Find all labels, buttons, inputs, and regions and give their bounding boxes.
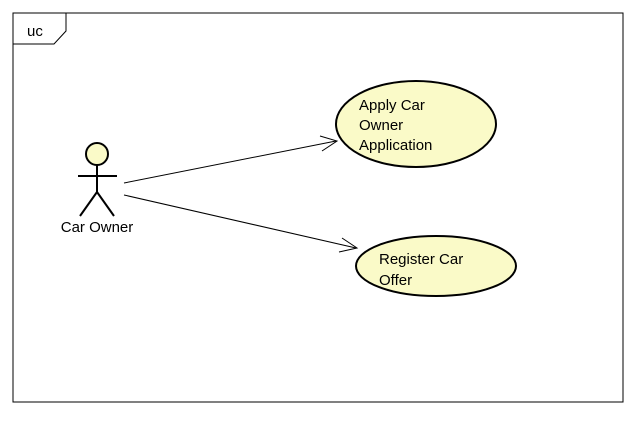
association-line	[123, 194, 357, 249]
actor-head	[85, 142, 109, 166]
use-case-label-line-2: Offer	[379, 272, 412, 289]
use-case-label-line-1: Apply Car	[359, 97, 425, 114]
use-case-ellipse	[355, 235, 517, 297]
actor-left-leg	[79, 191, 98, 217]
use-case-apply-car-owner-application[interactable]: Apply Car Owner Application	[335, 80, 497, 168]
association-line	[123, 140, 337, 184]
use-case-label-line-2: Owner	[359, 117, 403, 134]
association-arrowhead	[319, 135, 339, 152]
use-case-register-car-offer[interactable]: Register Car Offer	[355, 235, 517, 297]
diagram-frame	[12, 12, 624, 403]
association-arrowhead	[338, 237, 359, 253]
actor-right-leg	[96, 191, 115, 217]
frame-tag-box	[12, 12, 67, 45]
association-register-offer[interactable]	[123, 194, 359, 253]
frame-tag-label: uc	[27, 23, 43, 40]
actor-label: Car Owner	[61, 219, 134, 236]
association-apply-application[interactable]	[123, 135, 339, 184]
use-case-label-line-1: Register Car	[379, 251, 463, 268]
use-case-label-line-3: Application	[359, 137, 432, 154]
actor-car-owner[interactable]: Car Owner	[61, 142, 134, 236]
use-case-ellipse	[335, 80, 497, 168]
